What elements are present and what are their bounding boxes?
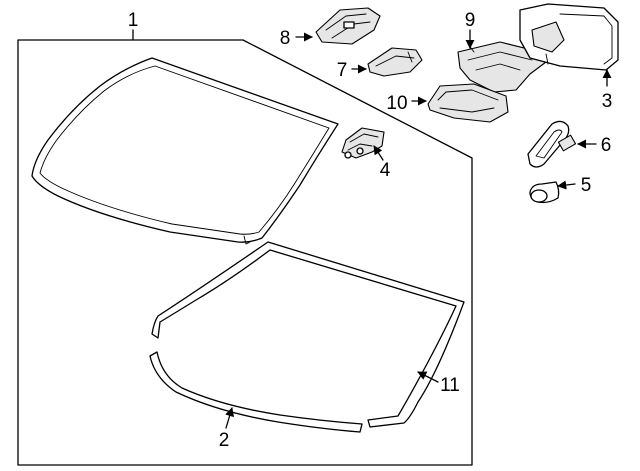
- callout-2: 2: [219, 430, 230, 451]
- callout-9: 9: [465, 10, 476, 31]
- sensor-housing[interactable]: [457, 41, 547, 93]
- small-cover[interactable]: [367, 47, 423, 77]
- callout-5: 5: [581, 175, 592, 196]
- rearview-mirror[interactable]: [519, 3, 619, 71]
- callout-6: 6: [601, 135, 612, 156]
- callout-labels: 1 2 3 4 5 6 7 8 9 10 11: [128, 10, 613, 451]
- callout-8: 8: [280, 28, 291, 49]
- callout-1: 1: [128, 10, 139, 31]
- callout-11: 11: [440, 375, 460, 396]
- leader-2: [225, 407, 235, 429]
- reveal-molding[interactable]: [149, 351, 363, 433]
- mount-bracket[interactable]: [315, 7, 381, 45]
- windshield-glass[interactable]: [31, 57, 339, 245]
- leader-11: [417, 371, 439, 383]
- callout-4: 4: [380, 160, 391, 181]
- button-plug[interactable]: [529, 181, 560, 204]
- leader-4: [373, 145, 384, 161]
- callout-3: 3: [602, 91, 613, 112]
- sensor-bracket[interactable]: [341, 127, 385, 159]
- harness-clip[interactable]: [527, 120, 577, 168]
- callout-7: 7: [337, 60, 348, 81]
- lower-cover[interactable]: [427, 83, 509, 123]
- leader-lines: [132, 29, 612, 429]
- assembly-boundary: [17, 39, 473, 466]
- callout-10: 10: [386, 93, 407, 114]
- windshield-molding[interactable]: [151, 241, 465, 428]
- leader-5: [557, 180, 576, 190]
